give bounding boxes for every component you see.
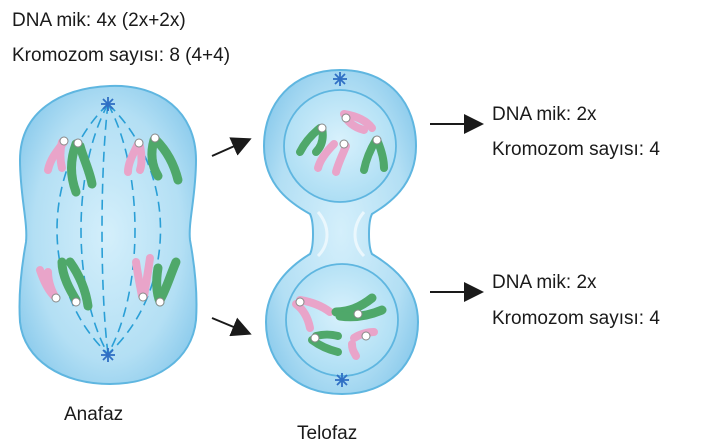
centriole-icon [333, 72, 347, 86]
chromosome-group [36, 257, 93, 311]
telophase-stage-label: Telofaz [297, 423, 358, 444]
anaphase-chromosome-label: Kromozom sayısı: 8 (4+4) [12, 45, 231, 66]
anaphase-dna-label: DNA mik: 4x (2x+2x) [12, 10, 186, 31]
anaphase-cell [18, 84, 198, 386]
centriole-icon [101, 97, 115, 111]
anaphase-cell-membrane [18, 84, 198, 386]
spindle-fibers [56, 103, 162, 355]
chromosome-group [132, 254, 181, 307]
centriole-icon [101, 348, 115, 362]
chromosome-group [124, 133, 183, 185]
telophase-cell [262, 68, 420, 396]
chromosome-group [296, 110, 388, 176]
top-cell-chromosome-label: Kromozom sayısı: 4 [492, 139, 660, 160]
anaphase-stage-label: Anafaz [64, 404, 124, 425]
bottom-cell-chromosome-label: Kromozom sayısı: 4 [492, 308, 660, 329]
centriole-icon [335, 373, 349, 387]
chromosome-group [44, 136, 97, 197]
arrow-icon [211, 317, 252, 337]
arrow-icon [211, 137, 252, 157]
top-cell-dna-label: DNA mik: 2x [492, 104, 597, 125]
bottom-cell-dna-label: DNA mik: 2x [492, 272, 597, 293]
chromosome-group [292, 293, 387, 360]
